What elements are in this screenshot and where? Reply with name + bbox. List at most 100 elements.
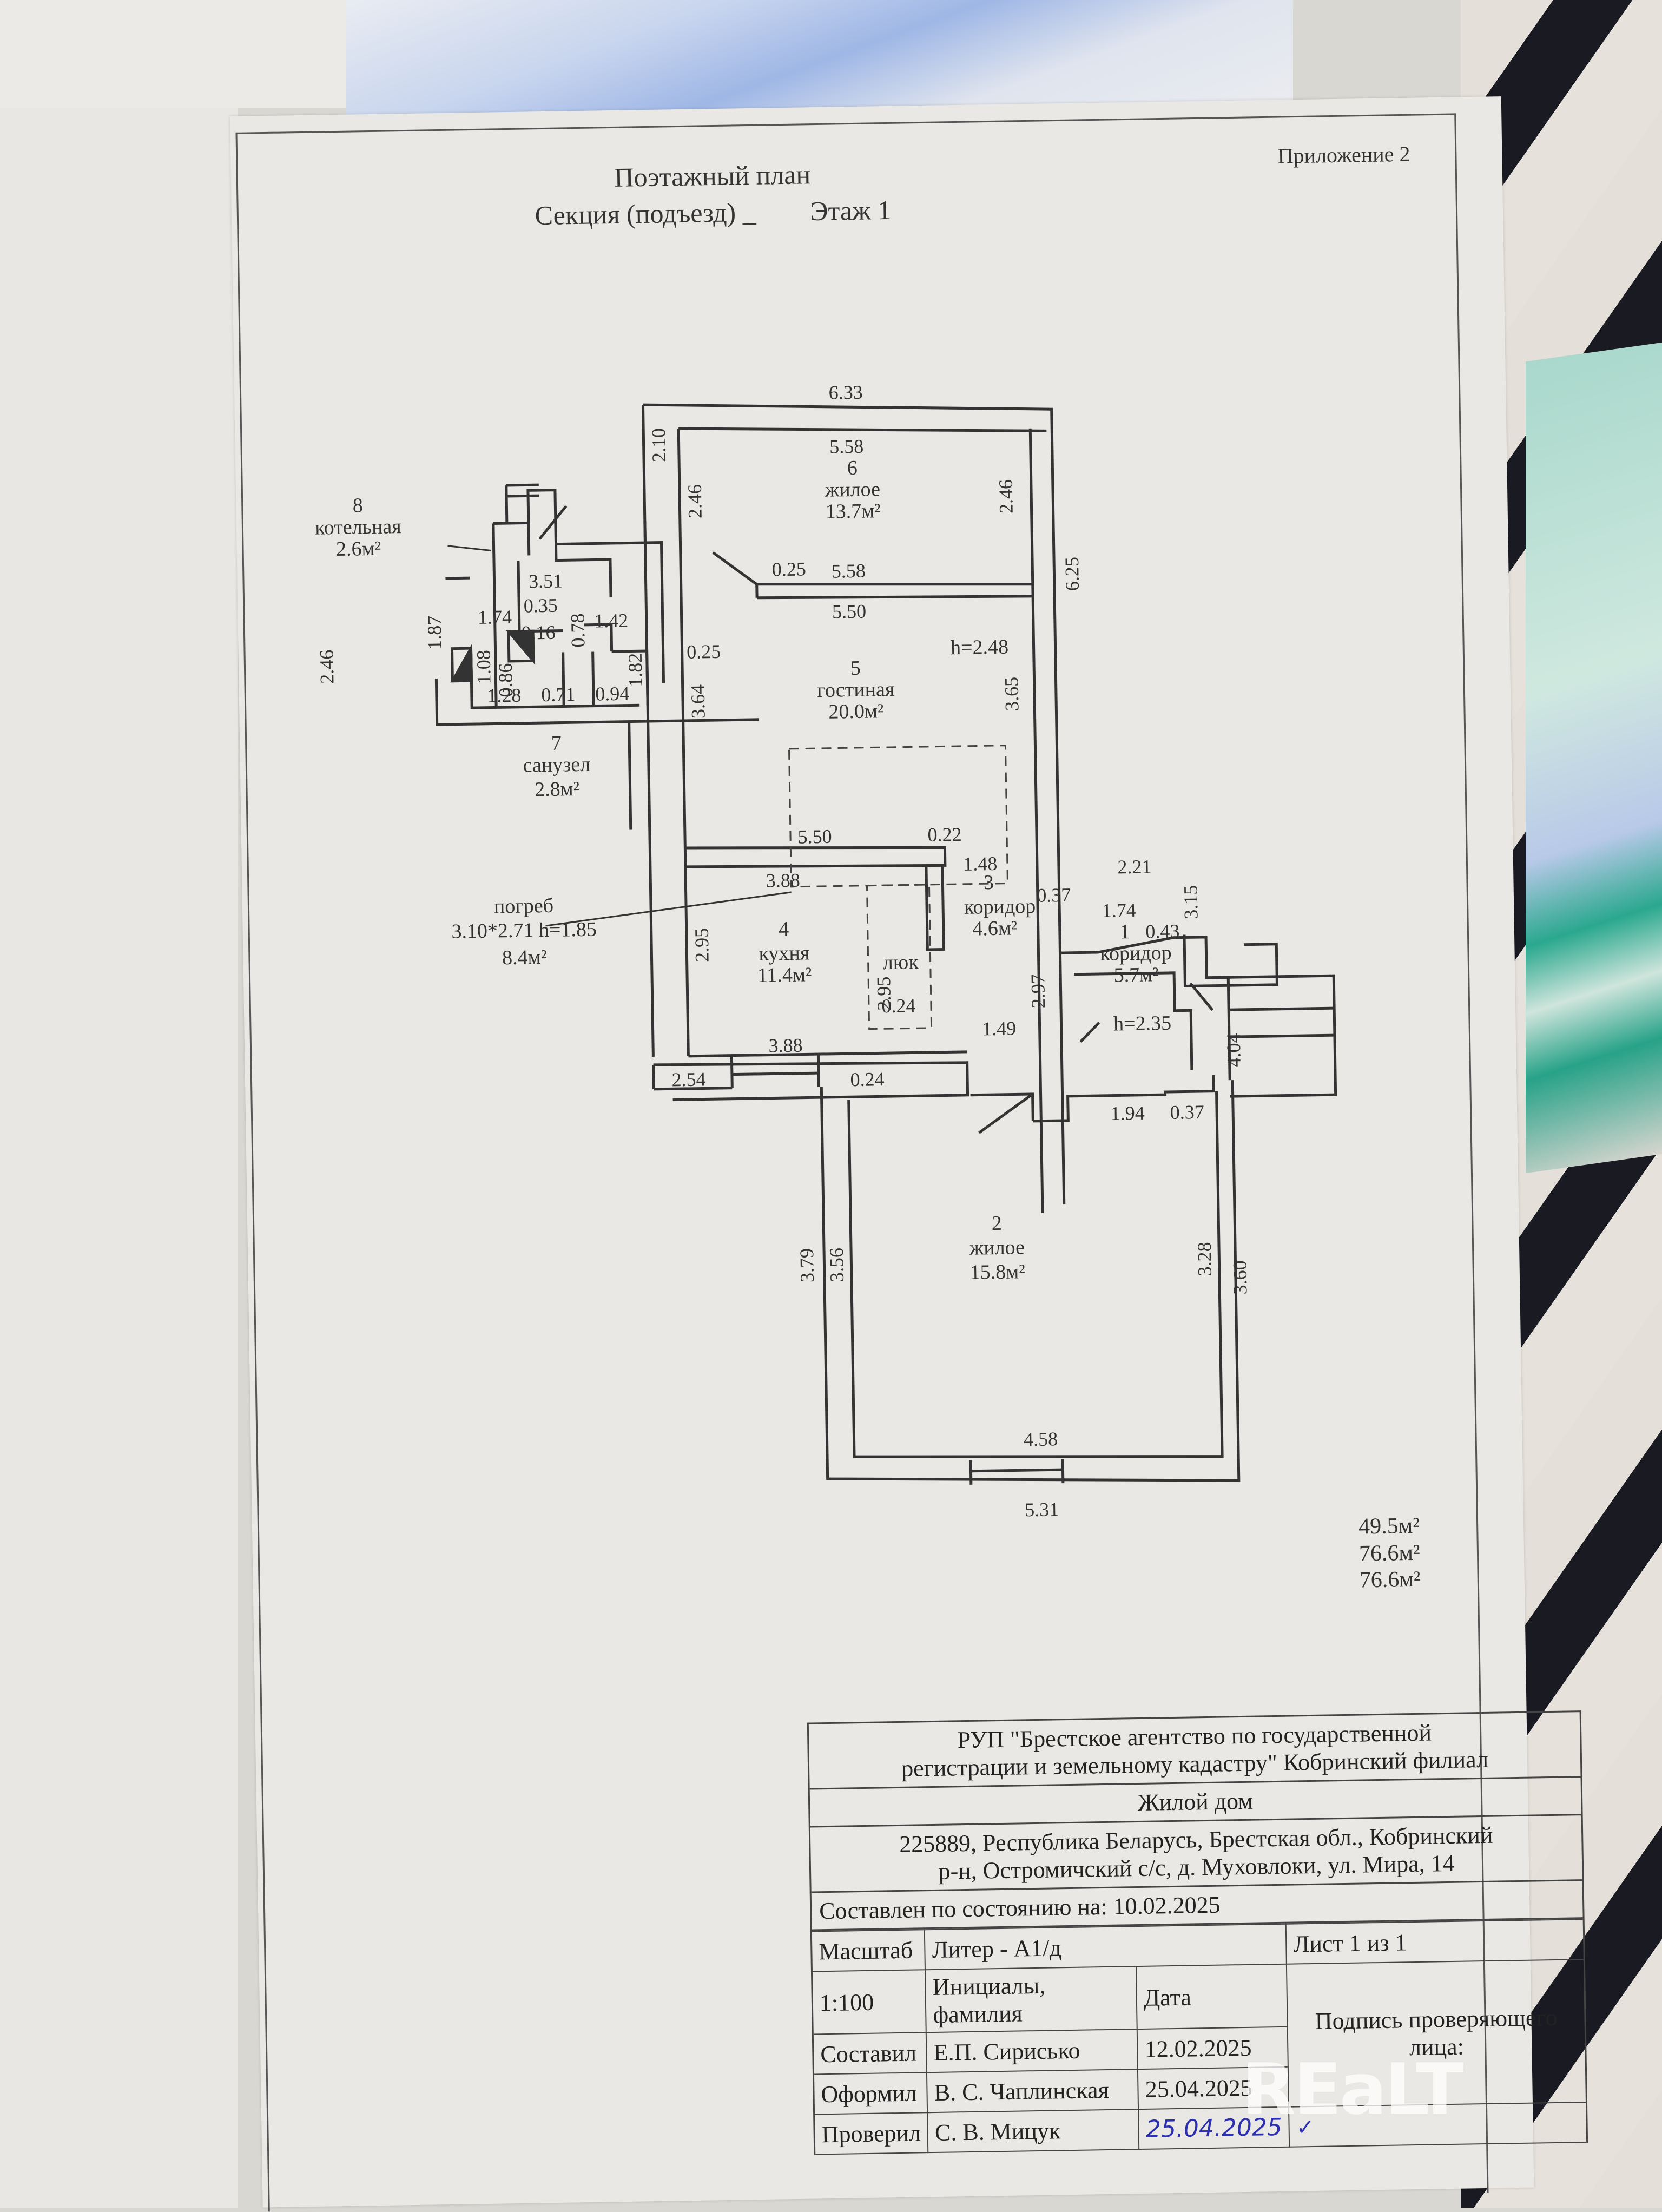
dim-label: 1.82 (624, 653, 647, 688)
dim-label: 3.88 (768, 1035, 803, 1057)
wall (493, 523, 529, 556)
wall (678, 429, 688, 1056)
area-totals: 49.5м² 76.6м² 76.6м² (1358, 1513, 1421, 1594)
room-2-area: 15.8м² (970, 1260, 1025, 1284)
wall (757, 594, 1033, 601)
cellar-outline (789, 746, 1010, 1030)
dim-label: 0.35 (523, 595, 558, 617)
walls (432, 394, 1342, 1493)
room-8-num: 8 (352, 494, 363, 517)
room-1-name: коридор (1100, 942, 1172, 965)
background-folder (1526, 342, 1662, 1174)
room-2-name: жилое (969, 1236, 1025, 1260)
dim-label: 3.28 (1193, 1242, 1216, 1276)
dim-label: 0.24 (850, 1068, 885, 1090)
dim-label: 0.37 (1170, 1101, 1204, 1123)
wall (678, 423, 1046, 437)
dim-label: 0.78 (567, 613, 589, 648)
wall (629, 722, 631, 830)
room-5-area: 20.0м² (828, 700, 884, 723)
chimney-icon (452, 648, 472, 681)
liter: Литер - А1/д (925, 1924, 1287, 1970)
stamp-organization: РУП "Брестское агентство по государствен… (809, 1712, 1581, 1789)
dim-label: 3.64 (687, 684, 709, 719)
room-4-num: 4 (779, 918, 789, 940)
person-name: С. В. Мицук (927, 2109, 1139, 2152)
room-6-area: 13.7м² (825, 499, 881, 523)
room-3-name: коридор (964, 895, 1036, 919)
total-area-2: 76.6м² (1359, 1566, 1420, 1594)
wall (556, 521, 645, 544)
room-1-height: h=2.35 (1113, 1012, 1172, 1036)
wall (688, 1052, 967, 1056)
watermark-logo: REaLT (1242, 2048, 1462, 2130)
dim-label: 1.94 (1110, 1102, 1145, 1124)
dim-label: 0.25 (687, 641, 721, 663)
dim-label: 6.25 (1061, 557, 1083, 591)
room-4-name: кухня (759, 942, 809, 965)
wall (821, 1080, 1239, 1487)
dim-label: 3.56 (826, 1248, 848, 1282)
cellar-name: погреб (494, 894, 554, 918)
wall (506, 485, 507, 523)
room-8-name: котельная (315, 515, 401, 539)
room-6-name: жилое (825, 478, 881, 502)
role: Оформил (814, 2072, 927, 2114)
dim-label: 3.60 (1229, 1260, 1251, 1295)
dim-label: 1.74 (478, 606, 512, 628)
wall (757, 580, 1033, 589)
dim-label: 0.37 (1037, 884, 1071, 906)
total-area: 76.6м² (1359, 1539, 1420, 1567)
room-7-area: 2.8м² (535, 778, 580, 801)
room-1-num: 1 (1119, 920, 1130, 943)
scale-value: 1:100 (813, 1970, 926, 2034)
dim-label: 3.79 (796, 1248, 818, 1283)
room-7-name: санузел (523, 753, 590, 777)
col-date: Дата (1136, 1964, 1288, 2029)
room-7-num: 7 (551, 732, 562, 755)
dim-label: 0.25 (771, 558, 806, 580)
role: Проверил (815, 2112, 928, 2154)
dim-label: 1.42 (594, 610, 629, 632)
dim-label: 0.71 (541, 683, 576, 706)
room-8-area: 2.6м² (336, 537, 381, 561)
room-3-num: 3 (984, 871, 994, 894)
dim-label: 6.33 (828, 381, 863, 404)
wall (556, 543, 611, 598)
dim-label: 2.46 (995, 479, 1017, 514)
cellar-area: 8.4м² (502, 946, 548, 969)
hatch-label: люк (882, 951, 919, 974)
dim-label: 4.58 (1024, 1428, 1058, 1450)
dim-label: 0.16 (521, 622, 556, 644)
total-living-area: 49.5м² (1358, 1513, 1420, 1541)
dim-label: 1.48 (963, 853, 998, 875)
stamp-table: Масштаб Литер - А1/д Лист 1 из 1 1:100 И… (812, 1919, 1586, 2155)
room-3-area: 4.6м² (972, 917, 1018, 940)
dim-label: 0.22 (927, 824, 962, 846)
floor-plan-sheet: Приложение 2 Поэтажный план Секция (подъ… (230, 96, 1534, 2207)
dim-label: 1.08 (473, 650, 495, 684)
room-5-name: гостиная (817, 678, 895, 702)
room-5-num: 5 (850, 657, 861, 680)
room-5-height: h=2.48 (951, 636, 1009, 660)
background-left-page (0, 108, 238, 2208)
dim-label: 2.54 (671, 1068, 706, 1090)
dim-label: 3.51 (529, 570, 563, 592)
room-1-area: 5.7м² (1113, 963, 1159, 986)
dim-label: 2.97 (1027, 974, 1049, 1009)
dim-label: 2.21 (1117, 855, 1152, 878)
wall (849, 1091, 1223, 1463)
stamp-address: 225889, Республика Беларусь, Брестская о… (810, 1815, 1582, 1893)
dim-label: 1.74 (1102, 899, 1136, 921)
sheet: Лист 1 из 1 (1286, 1919, 1584, 1964)
room-4-area: 11.4м² (757, 963, 812, 987)
dim-label: 5.58 (829, 436, 864, 458)
dim-label: 2.95 (691, 928, 713, 963)
dim-label: 3.15 (1180, 885, 1202, 919)
dim-label: 5.50 (832, 601, 867, 623)
dim-label: 2.95 (873, 976, 895, 1011)
room-6-num: 6 (847, 457, 858, 479)
dim-label: 5.58 (832, 560, 866, 582)
dim-label: 5.50 (797, 826, 832, 848)
background-paper (0, 0, 346, 108)
